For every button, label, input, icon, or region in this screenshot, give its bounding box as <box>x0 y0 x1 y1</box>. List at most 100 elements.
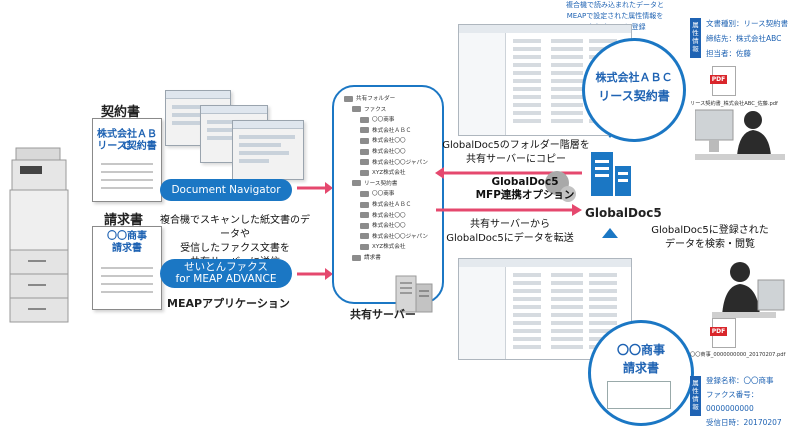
table-cell-placeholder <box>513 313 541 317</box>
folder-tree-item: 株式会社〇〇 <box>360 222 406 230</box>
copy-caption-line1: GlobalDoc5のフォルダー階層を <box>442 140 590 151</box>
table-cell-placeholder <box>589 281 617 285</box>
document-navigator-pill: Document Navigator <box>160 179 292 201</box>
contract-circle-line1: 株式会社ＡＢＣ <box>595 71 673 84</box>
pdf-badge-bottom: PDF <box>710 327 727 336</box>
search-caption-line1: GlobalDoc5に登録された <box>651 225 769 236</box>
table-cell-placeholder <box>513 111 541 115</box>
server-tower-icon <box>395 275 433 313</box>
scan-caption-line1: 複合機でスキャンした紙文書のデータや <box>160 215 310 240</box>
table-cell-placeholder <box>551 63 583 67</box>
shared-server-label: 共有サーバー <box>350 308 416 321</box>
table-cell-placeholder <box>513 39 541 43</box>
table-cell-placeholder <box>551 337 583 341</box>
fax-app-line1: せいとんファクス <box>184 261 268 273</box>
mfp-option-label: GlobalDoc5 MFP連携オプション <box>470 176 580 202</box>
attr-bottom-line3: 受信日時：20170207 <box>706 418 782 427</box>
pdf-filename-bottom: 〇〇商事_0000000000_20170207.pdf <box>690 352 786 358</box>
table-cell-placeholder <box>551 345 583 349</box>
table-cell-placeholder <box>513 345 541 349</box>
table-cell-placeholder <box>513 281 541 285</box>
table-cell-placeholder <box>513 289 541 293</box>
folder-icon <box>360 169 369 176</box>
transfer-caption-line2: GlobalDoc5にデータを転送 <box>446 233 574 244</box>
triangle-up-icon <box>602 228 618 238</box>
register-caption-line1: 複合機で読み込まれたデータと <box>566 1 664 9</box>
table-cell-placeholder <box>551 39 583 43</box>
copy-caption-line2: 共有サーバーにコピー <box>466 154 566 165</box>
table-cell-placeholder <box>513 305 541 309</box>
table-cell-placeholder <box>551 313 583 317</box>
table-cell-placeholder <box>589 329 617 333</box>
table-cell-placeholder <box>513 71 541 75</box>
folder-icon <box>352 180 361 187</box>
invoice-circle: 〇〇商事 請求書 <box>588 320 694 426</box>
folder-tree-item: 株式会社〇〇 <box>360 148 406 156</box>
table-cell-placeholder <box>551 119 583 123</box>
invoice-circle-line2: 請求書 <box>622 361 659 375</box>
attr-top-line1: 文書種別：リース契約書 <box>706 19 789 28</box>
table-cell-placeholder <box>551 111 583 115</box>
table-cell-placeholder <box>513 103 541 107</box>
table-cell-placeholder <box>551 321 583 325</box>
pdf-badge: PDF <box>710 75 727 84</box>
invoice-heading: 請求書 <box>104 213 144 228</box>
copy-caption: GlobalDoc5のフォルダー階層を 共有サーバーにコピー <box>436 139 596 167</box>
table-cell-placeholder <box>589 305 617 309</box>
table-cell-placeholder <box>589 39 617 43</box>
table-cell-placeholder <box>589 289 617 293</box>
contract-circle-line2: リース契約書 <box>598 89 670 103</box>
table-cell-placeholder <box>513 337 541 341</box>
search-caption-line2: データを検索・閲覧 <box>665 239 755 250</box>
folder-tree-label: 株式会社〇〇ジャパン <box>372 233 428 240</box>
attr-top-line2: 締結先：株式会社ABC <box>706 34 782 43</box>
attributes-top: 文書種別：リース契約書 締結先：株式会社ABC 担当者：佐藤 <box>706 16 798 61</box>
folder-icon <box>360 127 369 134</box>
table-cell-placeholder <box>551 87 583 91</box>
contract-heading: 契約書 <box>101 105 141 120</box>
register-caption-line2: MEAPで設定された属性情報を <box>566 12 664 20</box>
attributes-bottom: 登録名称：〇〇商事 ファクス番号：0000000000 受信日時：2017020… <box>706 374 800 430</box>
folder-tree-item: リース契約書 <box>352 180 397 188</box>
folder-tree-label: 株式会社〇〇 <box>372 149 406 155</box>
folder-tree-label: 請求書 <box>364 255 381 261</box>
folder-icon <box>352 254 361 261</box>
table-cell-placeholder <box>513 273 541 277</box>
folder-tree-label: 株式会社ＡＢＣ <box>372 127 412 134</box>
table-cell-placeholder <box>513 329 541 333</box>
folder-tree-item: 株式会社〇〇 <box>360 212 406 220</box>
contract-circle: 株式会社ＡＢＣ リース契約書 <box>582 38 686 142</box>
folder-tree-label: 共有フォルダー <box>356 96 396 102</box>
contract-sheet-line2: リース契約書 <box>97 141 157 152</box>
fax-app-line2: for MEAP ADVANCE <box>175 273 277 285</box>
folder-icon <box>360 148 369 155</box>
shared-server-folder-tree <box>332 85 444 304</box>
table-cell-placeholder <box>513 87 541 91</box>
table-cell-placeholder <box>513 63 541 67</box>
table-cell-placeholder <box>551 79 583 83</box>
table-cell-placeholder <box>589 273 617 277</box>
folder-tree-label: ファクス <box>364 106 387 113</box>
table-cell-placeholder <box>589 297 617 301</box>
system-diagram: 契約書 株式会社ＡＢＣ リース契約書 請求書 〇〇商事 請求書 Document… <box>9 1 798 427</box>
attr-bottom-line1: 登録名称：〇〇商事 <box>706 376 774 385</box>
folder-tree-label: 株式会社〇〇ジャパン <box>372 159 428 166</box>
table-cell-placeholder <box>551 329 583 333</box>
globaldoc-server-icon <box>591 152 631 196</box>
attribute-tag-top: 属性情報 <box>690 18 701 58</box>
arrow-transfer-to-globaldoc <box>436 204 582 216</box>
mfp-printer-icon <box>9 147 69 323</box>
folder-icon <box>360 243 369 250</box>
folder-tree-item: 〇〇商事 <box>360 116 394 124</box>
table-cell-placeholder <box>551 47 583 51</box>
folder-tree-item: 株式会社ＡＢＣ <box>360 201 411 209</box>
folder-icon <box>360 233 369 240</box>
arrows-to-server <box>297 182 333 280</box>
transfer-caption-line1: 共有サーバーから <box>470 219 550 230</box>
folder-tree-item: 請求書 <box>352 254 381 262</box>
table-cell-placeholder <box>513 321 541 325</box>
globaldoc-name: GlobalDoc5 <box>585 206 662 220</box>
invoice-sheet-line1: 〇〇商事 <box>107 231 147 242</box>
invoice-circle-line1: 〇〇商事 <box>616 343 665 357</box>
folder-tree-label: XYZ株式会社 <box>372 244 406 251</box>
